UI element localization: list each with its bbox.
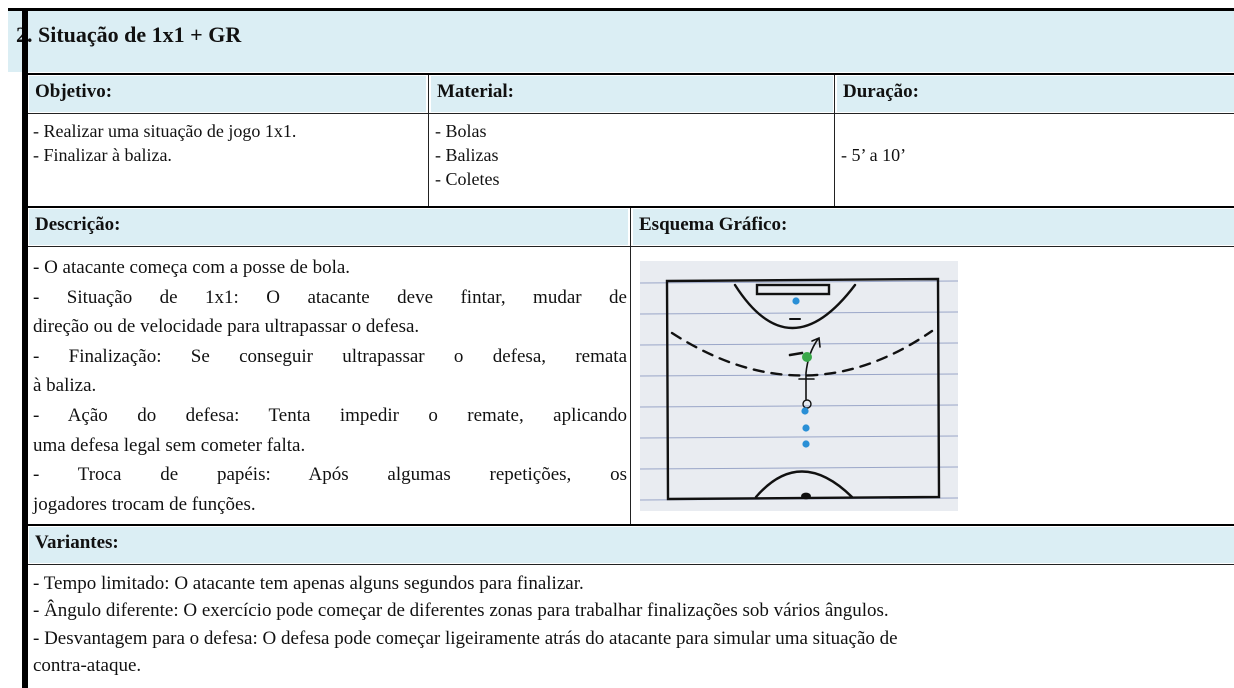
description-line: - Finalização: Se conseguir ultrapassar … (33, 345, 627, 367)
variant-line: - Desvantagem para o defesa: O defesa po… (33, 627, 898, 649)
defender-dot (802, 352, 812, 362)
pitch-outline (665, 277, 941, 501)
objective-item: - Finalizar à baliza. (33, 145, 172, 165)
table-rule (22, 524, 1234, 526)
description-line: - Situação de 1x1: O atacante deve finta… (33, 286, 627, 308)
column-divider (834, 75, 835, 206)
table-border-top (8, 8, 1234, 11)
description-line: - Ação do defesa: Tenta impedir o remate… (33, 404, 627, 426)
description-line: - Troca de papéis: Após algumas repetiçõ… (33, 464, 627, 486)
column-divider (630, 208, 631, 524)
material-item: - Bolas (435, 121, 487, 141)
variant-line: - Tempo limitado: O atacante tem apenas … (33, 573, 584, 594)
arrow-head (811, 336, 821, 348)
material-item: - Balizas (435, 145, 499, 165)
table-rule (28, 246, 1234, 247)
variant-line: contra-ataque. (33, 655, 142, 677)
top-goal (755, 283, 831, 296)
defender-mark (788, 351, 804, 357)
variants-content: - Tempo limitado: O atacante tem apenas … (29, 568, 1234, 688)
description-header: Descrição: (29, 209, 628, 245)
description-content: - O atacante começa com a posse de bola.… (29, 251, 628, 523)
objective-header: Objetivo: (29, 76, 426, 112)
duration-value: - 5’ a 10’ (841, 145, 907, 165)
waiting-player-dot (802, 440, 810, 448)
material-item: - Coletes (435, 169, 500, 189)
table-rule (22, 73, 1234, 75)
section-title: 2. Situação de 1x1 + GR (8, 10, 1234, 72)
description-line: - O atacante começa com a posse de bola. (33, 257, 351, 278)
objective-item: - Realizar uma situação de jogo 1x1. (33, 121, 297, 141)
top-area-arc (733, 283, 857, 330)
duration-header: Duração: (837, 76, 1234, 112)
goalkeeper-dot (792, 297, 800, 305)
dashed-arc (670, 329, 934, 377)
description-line: direção ou de velocidade para ultrapassa… (33, 316, 420, 338)
material-content: - Bolas - Balizas - Coletes (431, 117, 833, 205)
description-line: à baliza. (33, 375, 97, 397)
table-border-left (22, 8, 28, 688)
variants-header: Variantes: (29, 527, 1234, 563)
futsal-pitch-diagram (640, 261, 958, 511)
bottom-area-arc (754, 470, 854, 499)
waiting-player-dot (802, 424, 810, 432)
paper-background (640, 261, 958, 511)
column-divider (428, 75, 429, 206)
bottom-goal (801, 492, 811, 500)
table-rule (28, 113, 1234, 114)
material-header: Material: (431, 76, 833, 112)
attacker-dot (801, 407, 809, 415)
graphic-header: Esquema Gráfico: (633, 209, 1234, 245)
table-rule (28, 564, 1234, 565)
table-rule (22, 206, 1234, 208)
objective-content: - Realizar uma situação de jogo 1x1. - F… (29, 117, 426, 205)
ball-icon (802, 399, 812, 409)
description-line: uma defesa legal sem cometer falta. (33, 434, 306, 456)
duration-content: - 5’ a 10’ (837, 117, 1234, 205)
graphic-cell (633, 251, 1234, 523)
description-line: jogadores trocam de funções. (33, 493, 256, 515)
variant-line: - Ângulo diferente: O exercício pode com… (33, 600, 889, 622)
